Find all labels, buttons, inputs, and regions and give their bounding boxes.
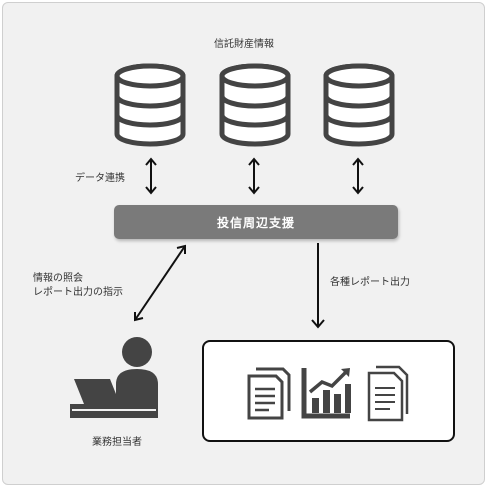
data-link-label: データ連携 (75, 173, 125, 184)
bar-chart-icon (301, 368, 351, 419)
person-at-laptop-icon (70, 337, 158, 418)
data-link-arrow (145, 158, 157, 194)
operator-label: 業務担当者 (92, 437, 142, 448)
database-icon (222, 66, 288, 144)
database-icon (117, 66, 183, 144)
inquiry-label-line1: 情報の照会 (33, 273, 83, 284)
inquiry-arrow (134, 244, 186, 322)
data-link-arrow (248, 158, 260, 194)
trust-info-label: 信託財産情報 (214, 39, 274, 50)
report-output-box (202, 340, 455, 442)
inquiry-label-line2: レポート出力の指示 (33, 287, 123, 298)
document-copy-icon (367, 365, 409, 422)
data-link-arrow (352, 158, 364, 194)
database-icon (326, 66, 392, 144)
report-output-arrow (311, 243, 325, 329)
core-system-label: 投信周辺支援 (216, 215, 295, 230)
document-icon (247, 367, 291, 420)
report-output-label: 各種レポート出力 (330, 277, 410, 288)
core-system-bar: 投信周辺支援 (114, 205, 398, 239)
